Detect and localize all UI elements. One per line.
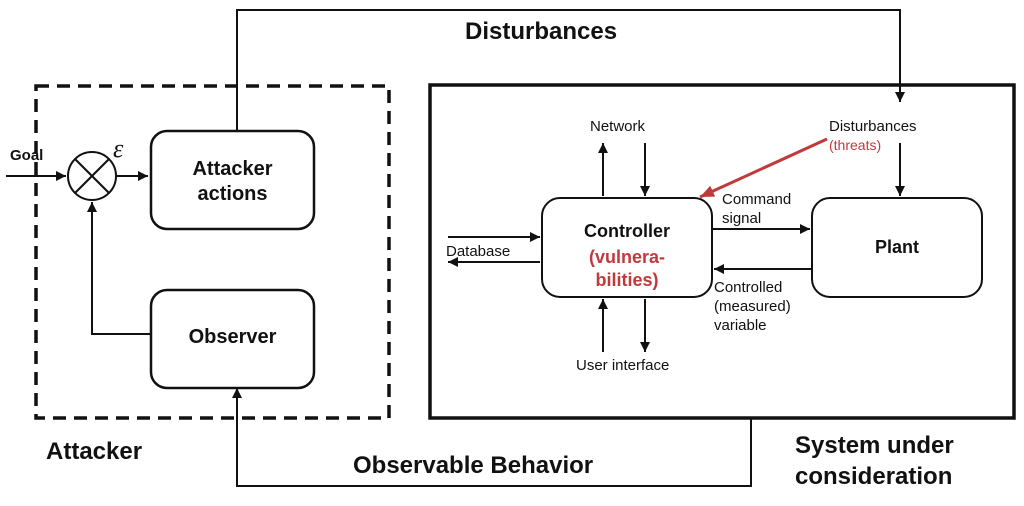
- user-interface-label: User interface: [576, 357, 670, 374]
- controlled-label-line2: (measured): [714, 298, 791, 315]
- command-label-line1: Command: [722, 191, 792, 208]
- observer-box: [149, 288, 316, 390]
- system-label-line2: consideration: [795, 463, 953, 490]
- observer-label: Observer: [188, 326, 277, 348]
- controller-box: [541, 197, 713, 298]
- summing-junction: [67, 151, 117, 201]
- goal-label: Goal: [10, 147, 44, 164]
- controlled-label-line3: variable: [714, 317, 767, 334]
- threat-arrow: [699, 137, 828, 199]
- database-label: Database: [446, 243, 511, 260]
- observable-behavior-label: Observable Behavior: [353, 452, 594, 479]
- attacker-label: Attacker: [46, 438, 143, 465]
- plant-box: [811, 197, 983, 298]
- network-label: Network: [590, 118, 646, 135]
- attacker-actions-label: Attacker actions: [151, 157, 314, 207]
- controlled-label-line1: Controlled: [714, 279, 783, 296]
- command-label-line2: signal: [722, 210, 762, 227]
- system-label-line1: System under: [795, 432, 954, 459]
- attacker-actions-box: [149, 129, 316, 231]
- epsilon-label: ε: [113, 134, 124, 163]
- controller-label: Controller: [583, 221, 670, 241]
- vulnerabilities-line2: bilities): [595, 270, 659, 290]
- disturbances-title: Disturbances: [465, 18, 618, 45]
- threats-label: (threats): [829, 137, 882, 153]
- attacker-region: [34, 84, 391, 420]
- system-frame: [428, 83, 1016, 420]
- vulnerabilities-line1: (vulnera-: [588, 247, 666, 267]
- attacker-actions-text: Attacker actions: [192, 158, 273, 205]
- observable-behavior-path: [232, 388, 752, 487]
- disturbance-path: [236, 9, 905, 131]
- plant-label: Plant: [874, 237, 919, 257]
- observer-feedback-path: [87, 202, 151, 335]
- disturbances-label: Disturbances: [829, 118, 917, 135]
